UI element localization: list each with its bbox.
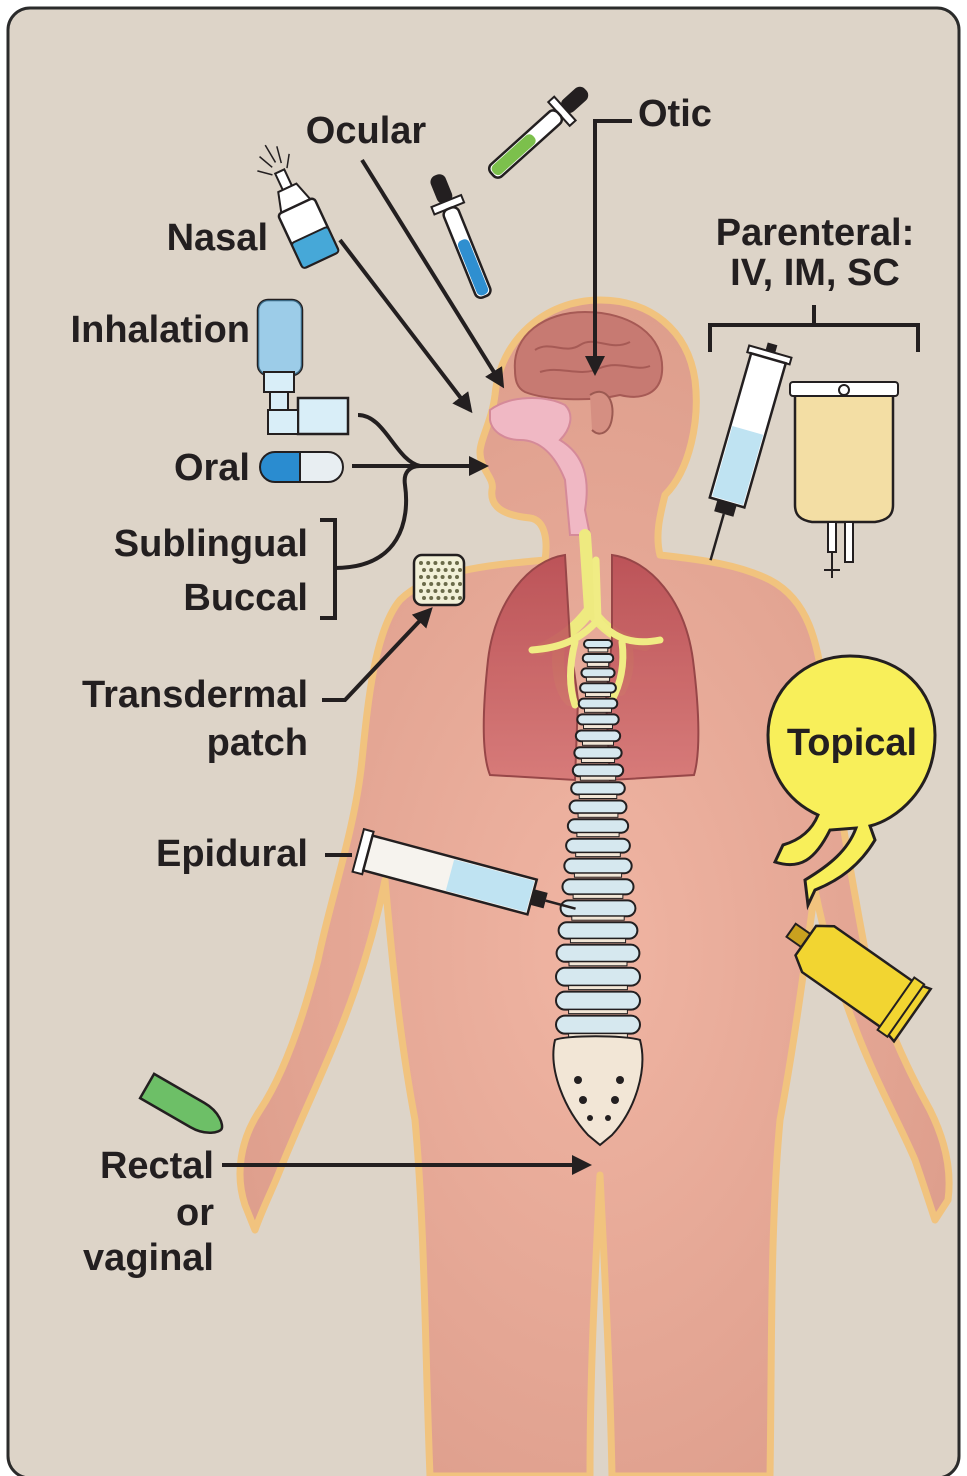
label-transdermal-line1: Transdermal — [82, 674, 308, 716]
patch-dot — [441, 589, 445, 593]
vertebra — [568, 819, 628, 832]
label-nasal: Nasal — [167, 217, 268, 259]
patch-dot — [448, 589, 452, 593]
label-buccal: Buccal — [183, 577, 308, 619]
patch-dot — [429, 582, 433, 586]
vertebra — [580, 683, 616, 692]
patch-dot — [448, 561, 452, 565]
label-oral: Oral — [174, 447, 250, 489]
vertebra — [576, 731, 620, 742]
patch-dot — [441, 561, 445, 565]
intervertebral-disc — [580, 776, 615, 780]
vertebra — [574, 747, 621, 758]
intervertebral-disc — [584, 725, 613, 729]
label-inhalation: Inhalation — [71, 309, 250, 351]
intervertebral-disc — [569, 962, 627, 966]
patch-dot — [422, 568, 426, 572]
patch-dot — [422, 596, 426, 600]
label-topical: Topical — [787, 722, 917, 764]
intervertebral-disc — [569, 986, 628, 990]
label-rectal-line1: Rectal — [100, 1145, 214, 1187]
vertebra — [556, 968, 640, 986]
patch-dot — [426, 561, 430, 565]
label-epidural: Epidural — [156, 833, 308, 875]
patch-dot — [433, 575, 437, 579]
intervertebral-disc — [581, 758, 614, 762]
patch-dot — [426, 589, 430, 593]
vertebra — [557, 945, 640, 962]
intervertebral-disc — [585, 708, 612, 712]
patch-dot — [441, 575, 445, 579]
vertebra — [571, 782, 625, 794]
patch-dot — [451, 568, 455, 572]
vertebra — [559, 922, 638, 938]
intervertebral-disc — [578, 813, 618, 817]
vertebra — [579, 699, 618, 709]
intervertebral-disc — [588, 648, 608, 652]
patch-dot — [444, 582, 448, 586]
patch-dot — [455, 561, 459, 565]
intervertebral-disc — [579, 794, 617, 798]
patch-dot — [444, 568, 448, 572]
patch-dot — [451, 582, 455, 586]
transdermal-patch-icon — [414, 555, 464, 605]
intervertebral-disc — [582, 741, 613, 745]
vertebra — [584, 640, 612, 648]
capsule-icon — [260, 452, 343, 482]
patch-dot — [433, 561, 437, 565]
vertebra — [577, 714, 618, 724]
intervertebral-disc — [577, 833, 619, 837]
intervertebral-disc — [585, 693, 610, 697]
label-rectal-line3: vaginal — [83, 1237, 214, 1279]
vertebra — [556, 992, 640, 1010]
patch-dot — [436, 568, 440, 572]
label-otic: Otic — [638, 93, 712, 135]
intervertebral-disc — [573, 894, 623, 898]
patch-dot — [448, 575, 452, 579]
patch-dot — [451, 596, 455, 600]
intervertebral-disc — [572, 916, 624, 920]
label-parenteral-line1: Parenteral: — [716, 212, 915, 254]
patch-dot — [458, 582, 462, 586]
patch-dot — [436, 582, 440, 586]
vertebra — [573, 764, 623, 776]
patch-dot — [458, 568, 462, 572]
patch-dot — [444, 596, 448, 600]
patch-dot — [419, 575, 423, 579]
patch-dot — [429, 596, 433, 600]
intervertebral-disc — [576, 853, 621, 857]
patch-dot — [436, 596, 440, 600]
patch-dot — [458, 596, 462, 600]
label-ocular: Ocular — [306, 110, 427, 152]
patch-dot — [455, 589, 459, 593]
intervertebral-disc — [569, 1010, 628, 1014]
intervertebral-disc — [587, 662, 608, 666]
intervertebral-disc — [570, 939, 625, 943]
vertebra — [562, 879, 633, 894]
patch-dot — [433, 589, 437, 593]
vertebra — [564, 859, 631, 874]
patch-dot — [426, 575, 430, 579]
label-transdermal-line2: patch — [207, 722, 308, 764]
ear — [590, 392, 613, 434]
patch-dot — [419, 561, 423, 565]
patch-dot — [455, 575, 459, 579]
patch-dot — [429, 568, 433, 572]
vertebra — [570, 800, 627, 813]
patch-dot — [419, 589, 423, 593]
patch-dot — [422, 582, 426, 586]
label-sublingual: Sublingual — [114, 523, 308, 565]
vertebra — [556, 1016, 640, 1034]
intervertebral-disc — [574, 873, 621, 877]
vertebra — [583, 654, 614, 662]
vertebra — [566, 839, 630, 853]
label-rectal-line2: or — [176, 1192, 214, 1234]
label-parenteral-line2: IV, IM, SC — [730, 252, 900, 294]
intervertebral-disc — [586, 677, 609, 681]
vertebra — [581, 668, 614, 677]
